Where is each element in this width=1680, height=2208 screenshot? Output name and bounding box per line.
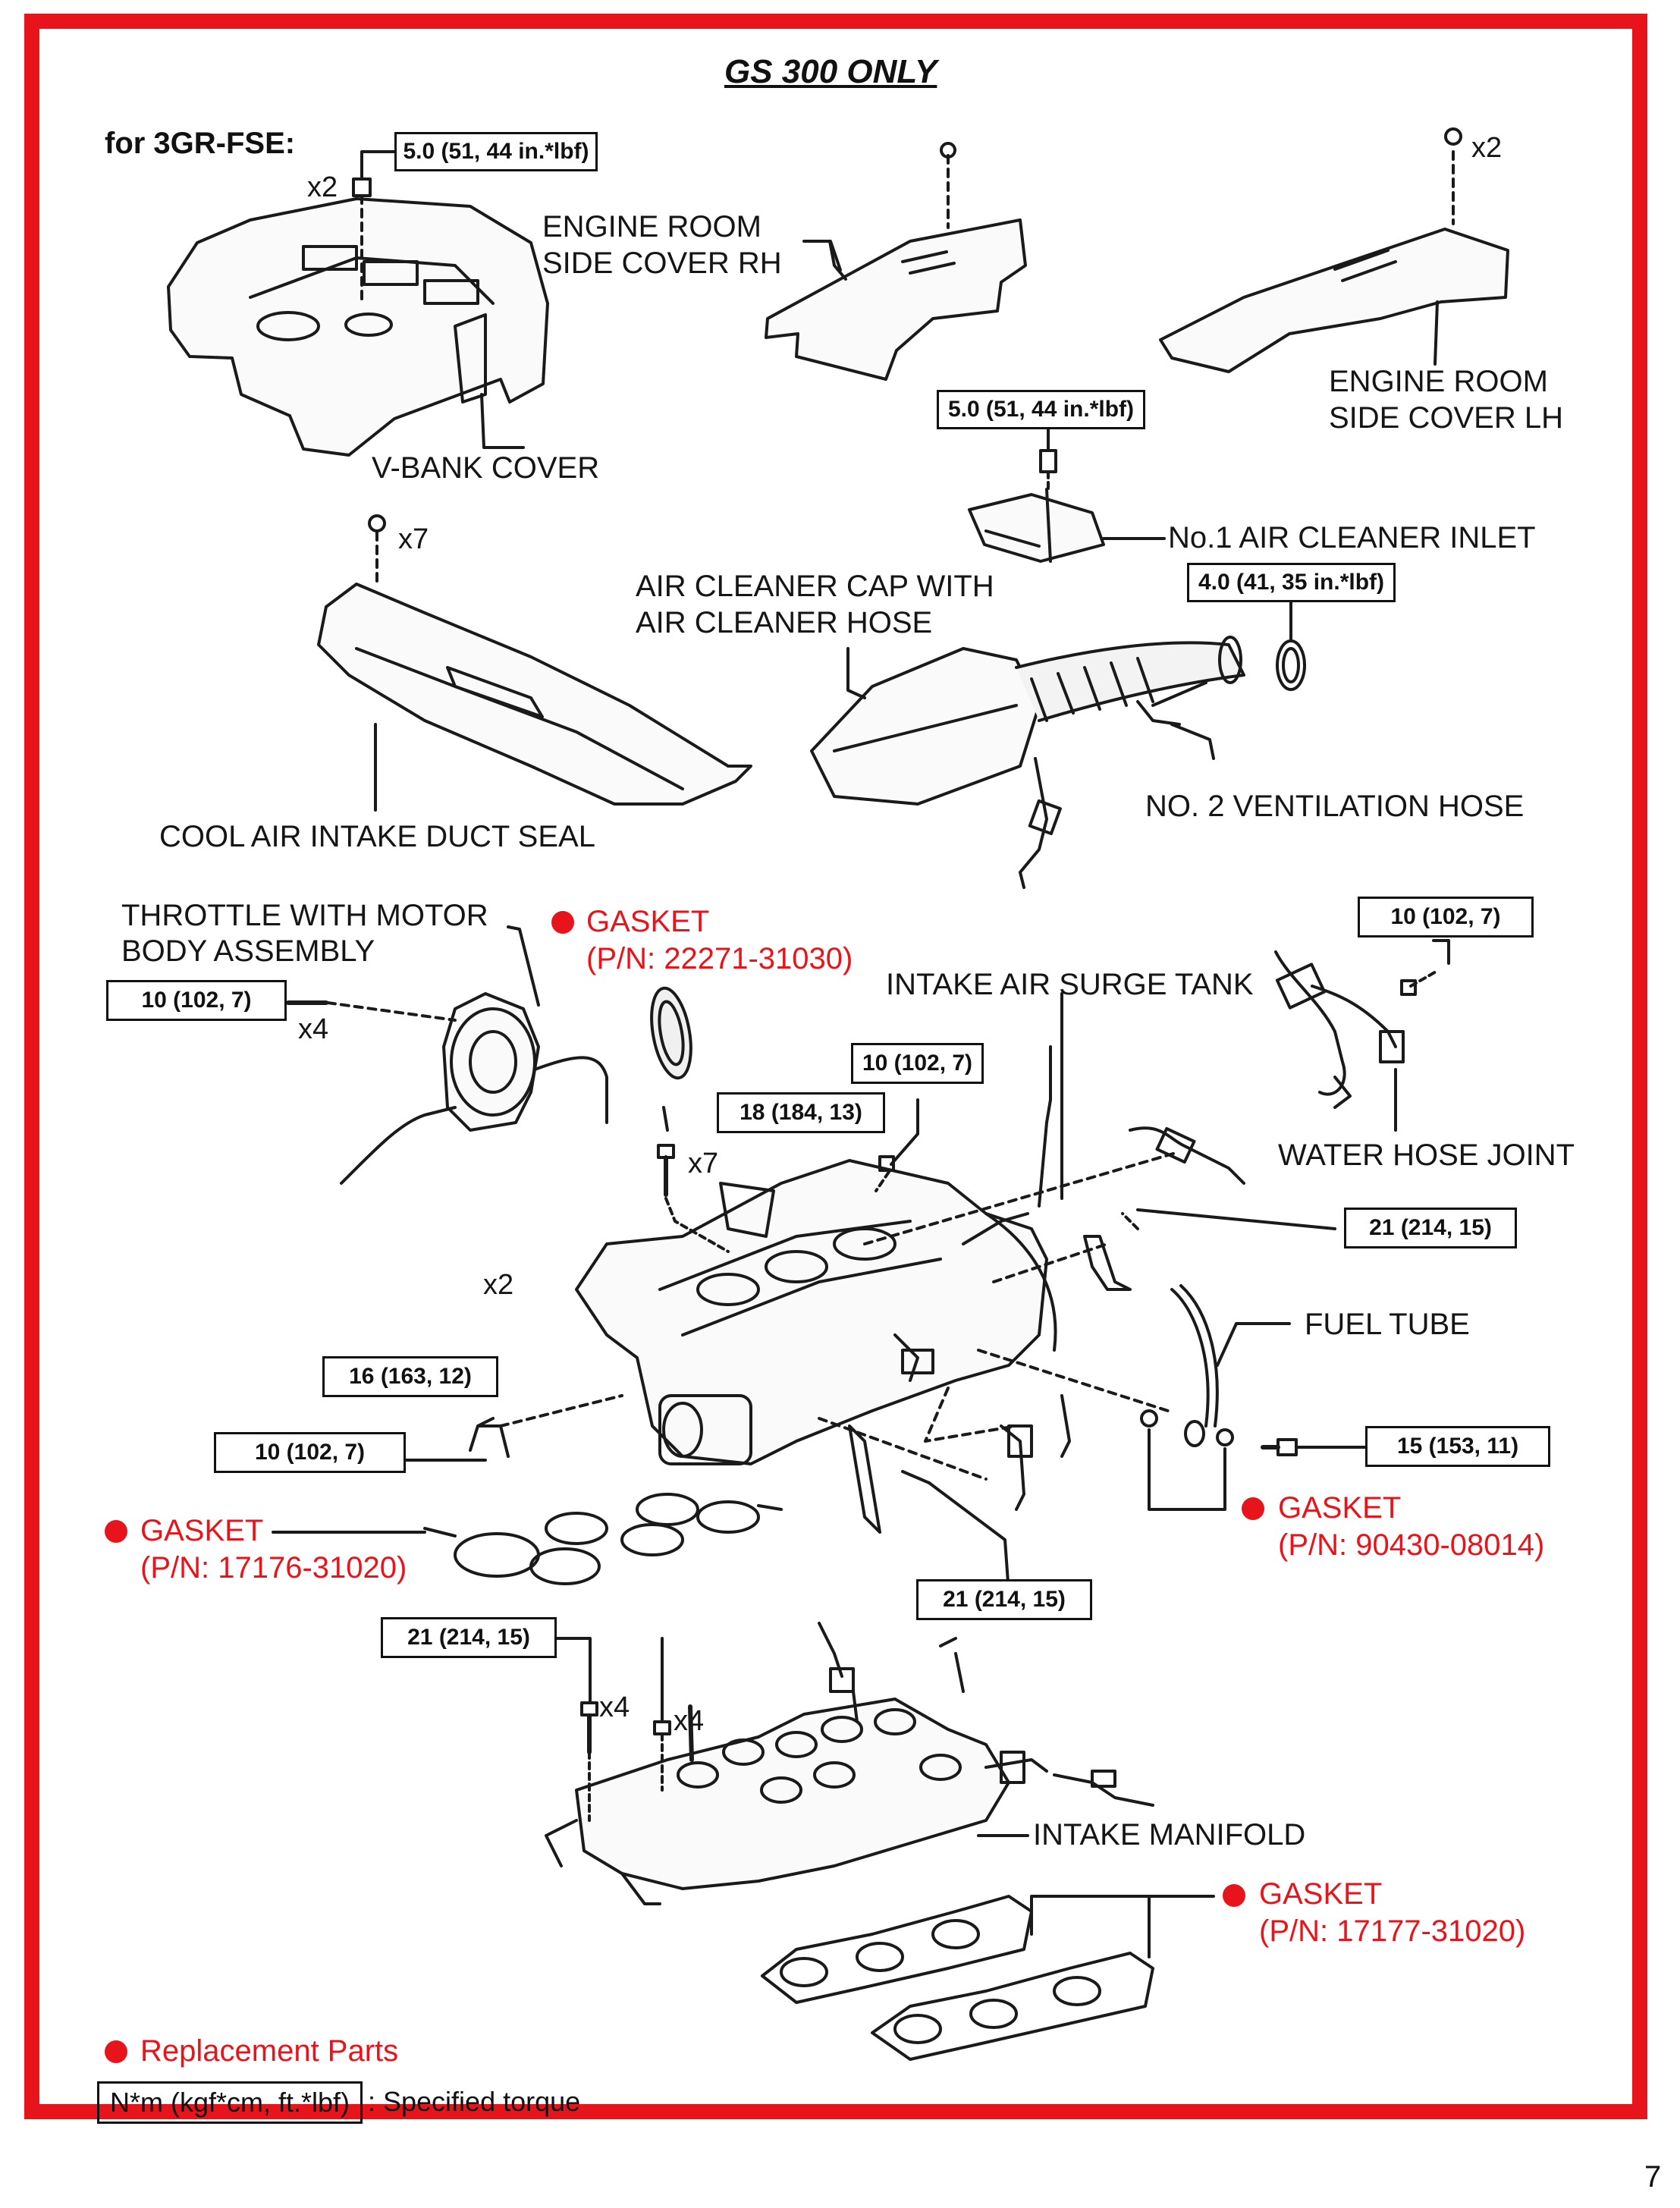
multiplier-duct-seal: x7: [398, 523, 429, 555]
fuel-tube-drawing: [1170, 1284, 1291, 1447]
legend-replacement-marker: [105, 2040, 127, 2063]
air-cleaner-cap-drawing: [810, 636, 1245, 889]
torque-box-surge-bolt: 18 (184, 13): [717, 1092, 885, 1133]
torque-box-bracket-left: 10 (102, 7): [214, 1432, 406, 1473]
page-number: 7: [1644, 2160, 1662, 2194]
label-water-hose-joint: WATER HOSE JOINT: [1278, 1139, 1575, 1172]
label-air-cleaner-cap-line2: AIR CLEANER HOSE: [636, 606, 933, 639]
torque-box-clamp: 4.0 (41, 35 in.*lbf): [1187, 563, 1396, 602]
label-air-cleaner-cap-line1: AIR CLEANER CAP WITH: [636, 570, 994, 603]
multiplier-throttle: x4: [298, 1013, 329, 1045]
gasket-throttle-name: GASKET: [586, 905, 710, 938]
replacement-marker-gasket-fuel: [1242, 1497, 1264, 1520]
gasket-fuel-name: GASKET: [1278, 1491, 1402, 1525]
legend-torque-desc: : Specified torque: [368, 2086, 581, 2117]
label-side-cover-rh-line1: ENGINE ROOM: [542, 210, 761, 243]
label-ventilation-hose: NO. 2 VENTILATION HOSE: [1145, 790, 1525, 823]
multiplier-manifold-bolt: x4: [599, 1691, 630, 1723]
throttle-body-drawing: [286, 925, 608, 1185]
label-v-bank-cover: V-BANK COVER: [372, 451, 600, 485]
label-throttle-line2: BODY ASSEMBLY: [121, 934, 375, 968]
torque-box-throttle: 10 (102, 7): [106, 980, 287, 1021]
hose-clamp: [1276, 599, 1306, 691]
torque-box-inlet: 5.0 (51, 44 in.*lbf): [937, 390, 1145, 429]
air-cleaner-inlet-drawing: [968, 428, 1105, 563]
page-title: GS 300 ONLY: [724, 53, 937, 90]
label-side-cover-lh-line2: SIDE COVER LH: [1329, 401, 1563, 435]
replacement-marker-gasket-throttle: [551, 911, 574, 934]
legend-replacement-text: Replacement Parts: [140, 2034, 399, 2068]
torque-box-v-bank: 5.0 (51, 44 in.*lbf): [394, 132, 598, 171]
replacement-marker-gasket-surge: [105, 1520, 127, 1543]
label-fuel-tube: FUEL TUBE: [1305, 1308, 1470, 1341]
torque-box-water-hose: 10 (102, 7): [1358, 897, 1534, 938]
page-frame: [24, 14, 1647, 2119]
gasket-throttle-pn: (P/N: 22271-31030): [586, 942, 853, 975]
gasket-manifold-pn: (P/N: 17177-31020): [1259, 1914, 1526, 1948]
duct-seal-drawing: [317, 514, 752, 806]
side-cover-lh-drawing: [1159, 127, 1509, 373]
torque-box-nut-left: 16 (163, 12): [322, 1356, 498, 1397]
side-cover-rh-drawing: [765, 142, 1027, 381]
engine-subtitle: for 3GR-FSE:: [105, 127, 296, 160]
intake-manifold-drawing: [545, 1622, 1154, 1905]
label-surge-tank: INTAKE AIR SURGE TANK: [886, 968, 1254, 1001]
label-intake-manifold: INTAKE MANIFOLD: [1033, 1818, 1306, 1852]
label-air-cleaner-inlet: No.1 AIR CLEANER INLET: [1168, 521, 1536, 554]
v-bank-cover-drawing: [167, 197, 549, 457]
water-hose-joint-drawing: [1274, 939, 1450, 1109]
throttle-gasket: [650, 986, 692, 1080]
manifold-gasket-17177: [761, 1895, 1154, 2061]
label-throttle-line1: THROTTLE WITH MOTOR: [121, 899, 488, 932]
replacement-marker-gasket-manifold: [1223, 1884, 1245, 1907]
gasket-surge-name: GASKET: [140, 1514, 264, 1547]
label-duct-seal: COOL AIR INTAKE DUCT SEAL: [159, 820, 595, 853]
legend-torque-unit: N*m (kgf*cm, ft.*lbf): [97, 2081, 363, 2124]
label-side-cover-rh-line2: SIDE COVER RH: [542, 247, 782, 280]
multiplier-surge: x7: [688, 1148, 719, 1179]
multiplier-v-bank: x2: [307, 171, 338, 203]
v-bank-bolt: [352, 150, 396, 301]
multiplier-manifold-stud: x4: [674, 1705, 705, 1737]
multiplier-nut: x2: [483, 1269, 514, 1301]
torque-box-manifold: 21 (214, 15): [381, 1617, 557, 1658]
torque-box-bracket-right: 21 (214, 15): [1344, 1208, 1517, 1248]
torque-box-stay-bottom: 21 (214, 15): [916, 1579, 1092, 1620]
surge-tank-drawing: [575, 1159, 1057, 1465]
gasket-fuel-pn: (P/N: 90430-08014): [1278, 1528, 1545, 1562]
multiplier-side-lh: x2: [1471, 132, 1503, 164]
gasket-surge-pn: (P/N: 17176-31020): [140, 1551, 407, 1585]
label-side-cover-lh-line1: ENGINE ROOM: [1329, 365, 1548, 398]
gasket-manifold-name: GASKET: [1259, 1877, 1383, 1911]
torque-box-surge-top: 10 (102, 7): [851, 1043, 984, 1084]
torque-box-fuel-bolt: 15 (153, 11): [1365, 1426, 1550, 1467]
surge-gasket-17176: [423, 1493, 783, 1585]
